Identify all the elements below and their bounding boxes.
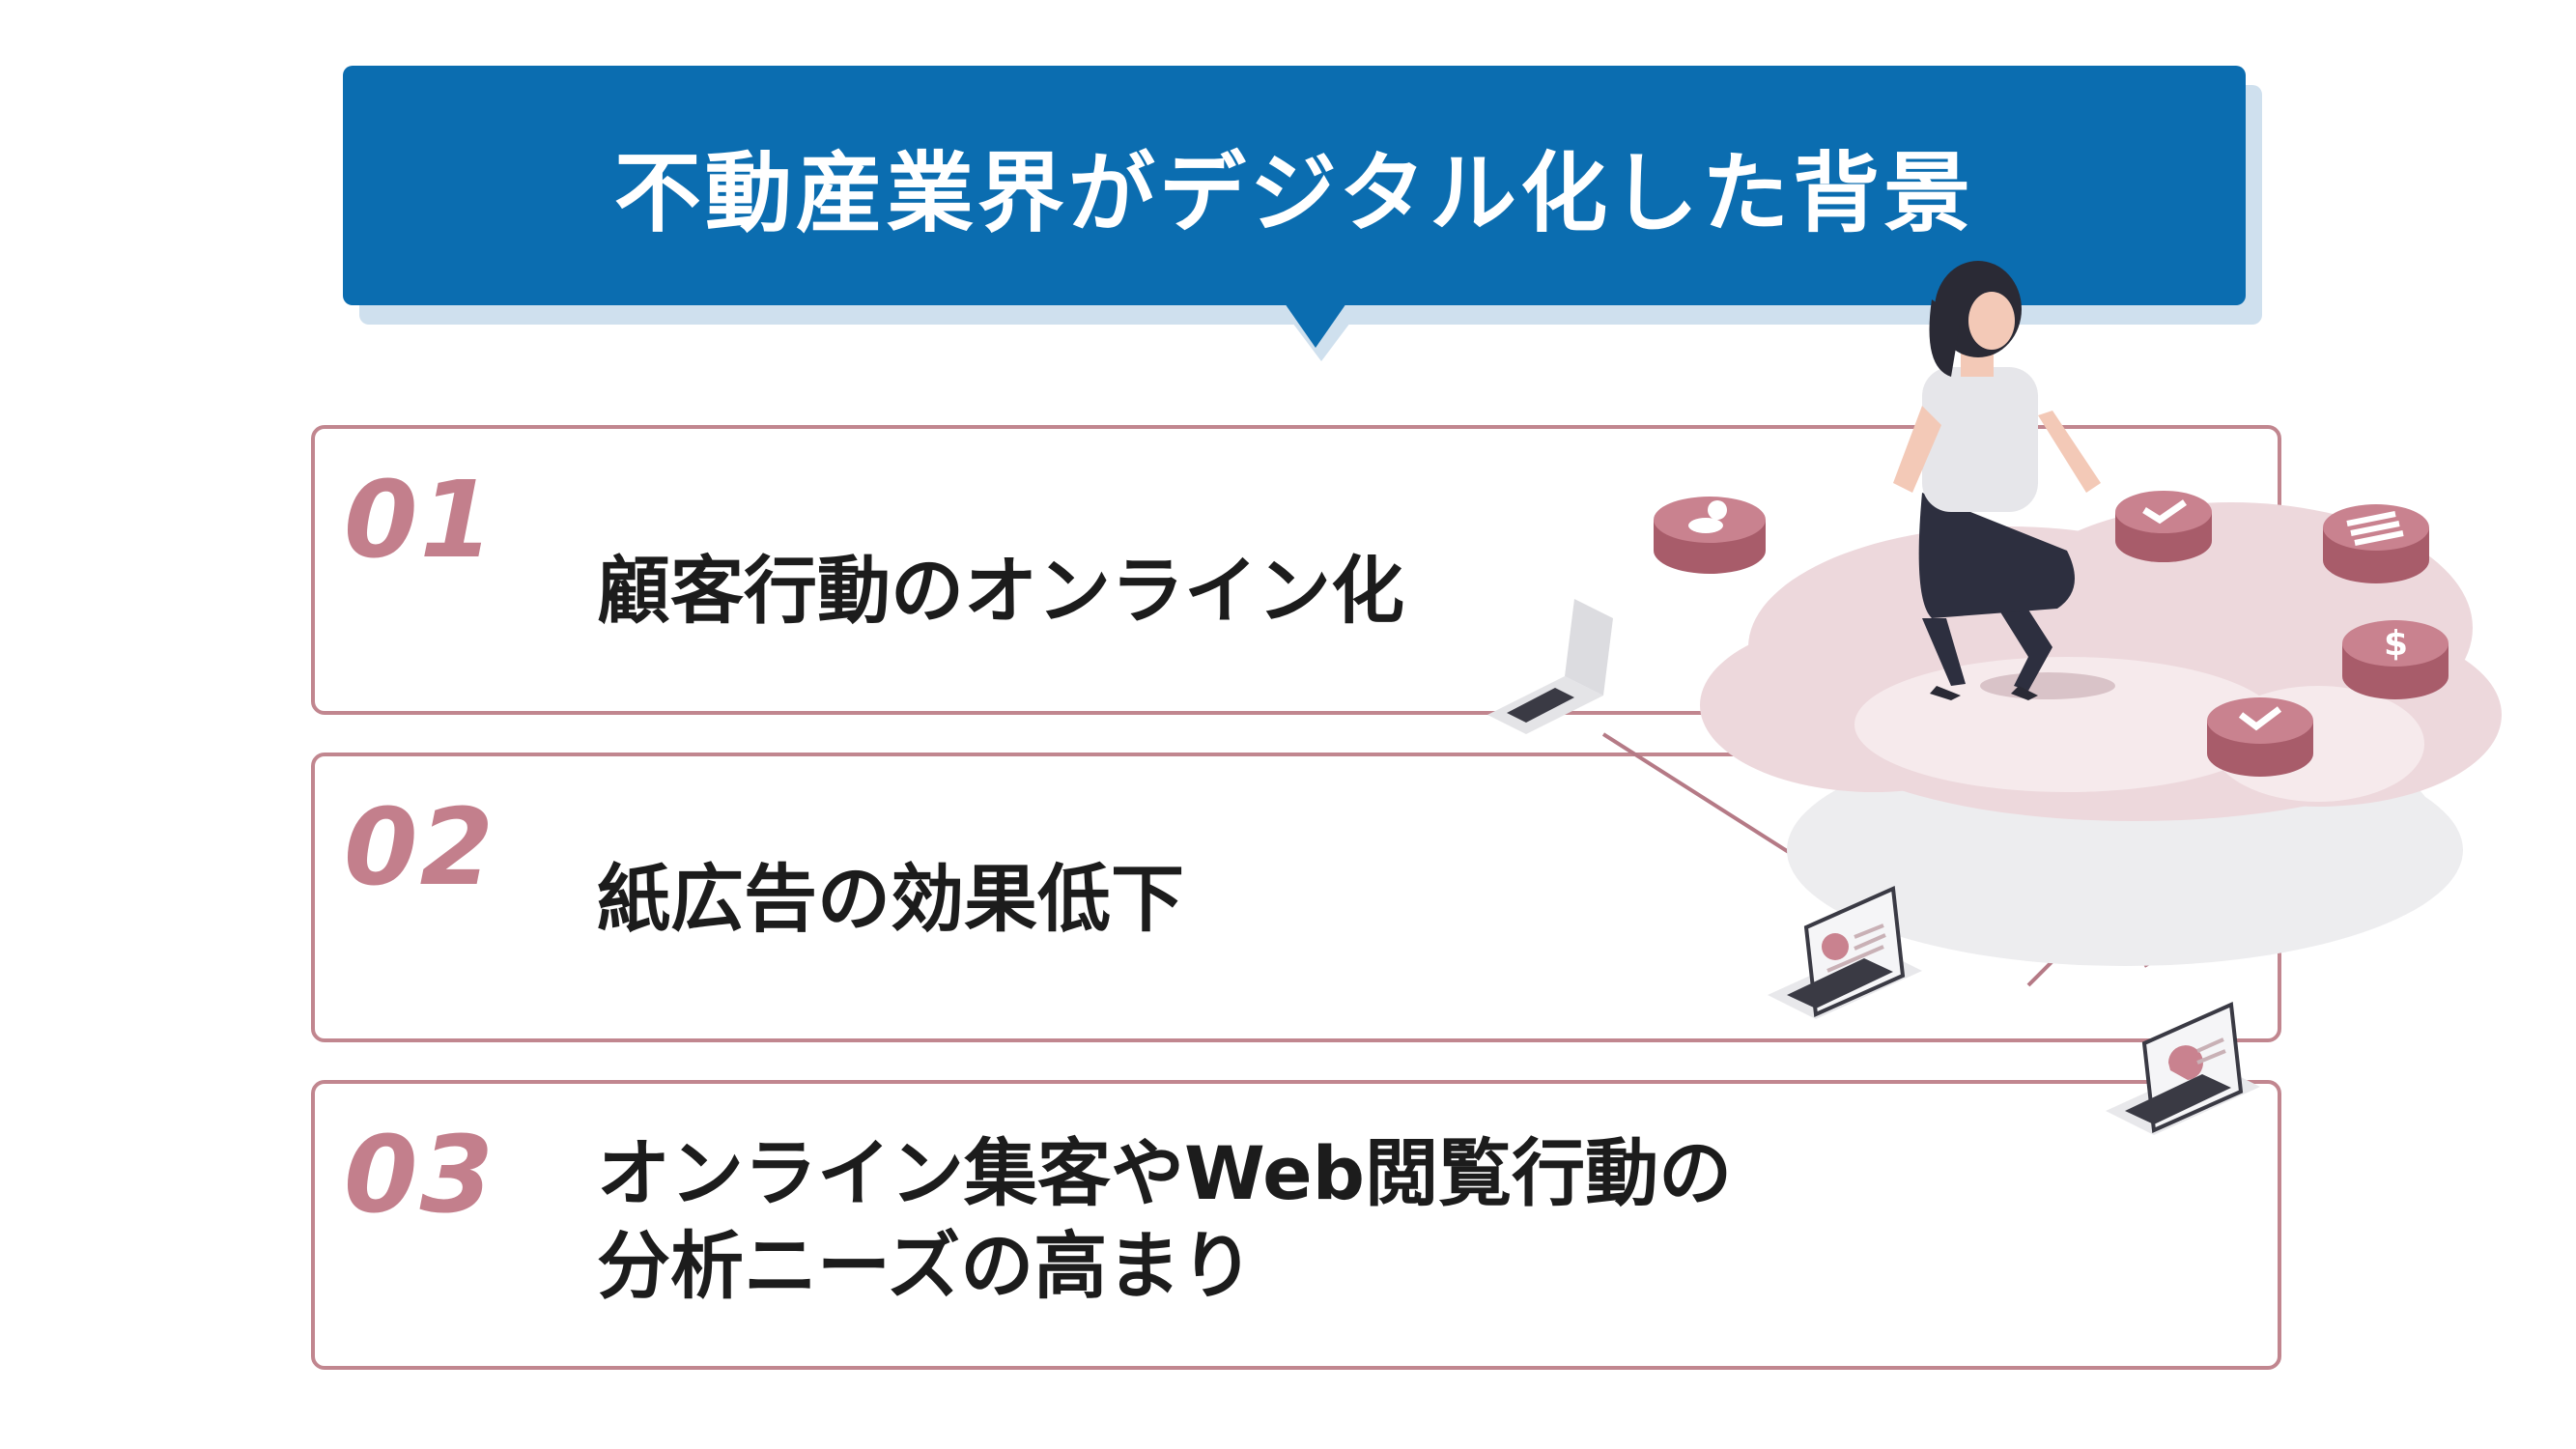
svg-text:$: $ xyxy=(2384,624,2408,664)
reason-card-3: 03 オンライン集客やWeb閲覧行動の 分析ニーズの高まり xyxy=(311,1080,2281,1370)
page-title: 不動産業界がデジタル化した背景 xyxy=(613,143,1975,244)
card-label-line: 紙広告の効果低下 xyxy=(597,856,1184,942)
laptop-icon xyxy=(2106,1002,2260,1135)
card-label: 顧客行動のオンライン化 xyxy=(597,545,1404,638)
person-icon xyxy=(1654,497,1766,574)
digital-network-illustration: $ xyxy=(1487,261,2502,1135)
card-label-line: オンライン集客やWeb閲覧行動の xyxy=(597,1130,1733,1216)
check-icon xyxy=(2207,697,2313,777)
person-figure xyxy=(1893,261,2115,700)
menu-icon xyxy=(2323,504,2429,583)
card-label: オンライン集客やWeb閲覧行動の 分析ニーズの高まり xyxy=(597,1127,1732,1313)
card-label-line: 分析ニーズの高まり xyxy=(597,1223,1255,1309)
card-number: 02 xyxy=(344,785,496,909)
card-number: 01 xyxy=(344,458,496,582)
card-label-line: 顧客行動のオンライン化 xyxy=(597,548,1404,634)
title-banner: 不動産業界がデジタル化した背景 xyxy=(343,66,2246,305)
laptop-icon xyxy=(1768,886,1922,1019)
laptop-icon xyxy=(1487,599,1613,734)
card-label: 紙広告の効果低下 xyxy=(597,853,1184,946)
check-icon xyxy=(2115,491,2212,562)
card-number: 03 xyxy=(344,1113,496,1236)
dollar-icon: $ xyxy=(2342,620,2449,699)
title-pointer xyxy=(1285,303,1346,348)
